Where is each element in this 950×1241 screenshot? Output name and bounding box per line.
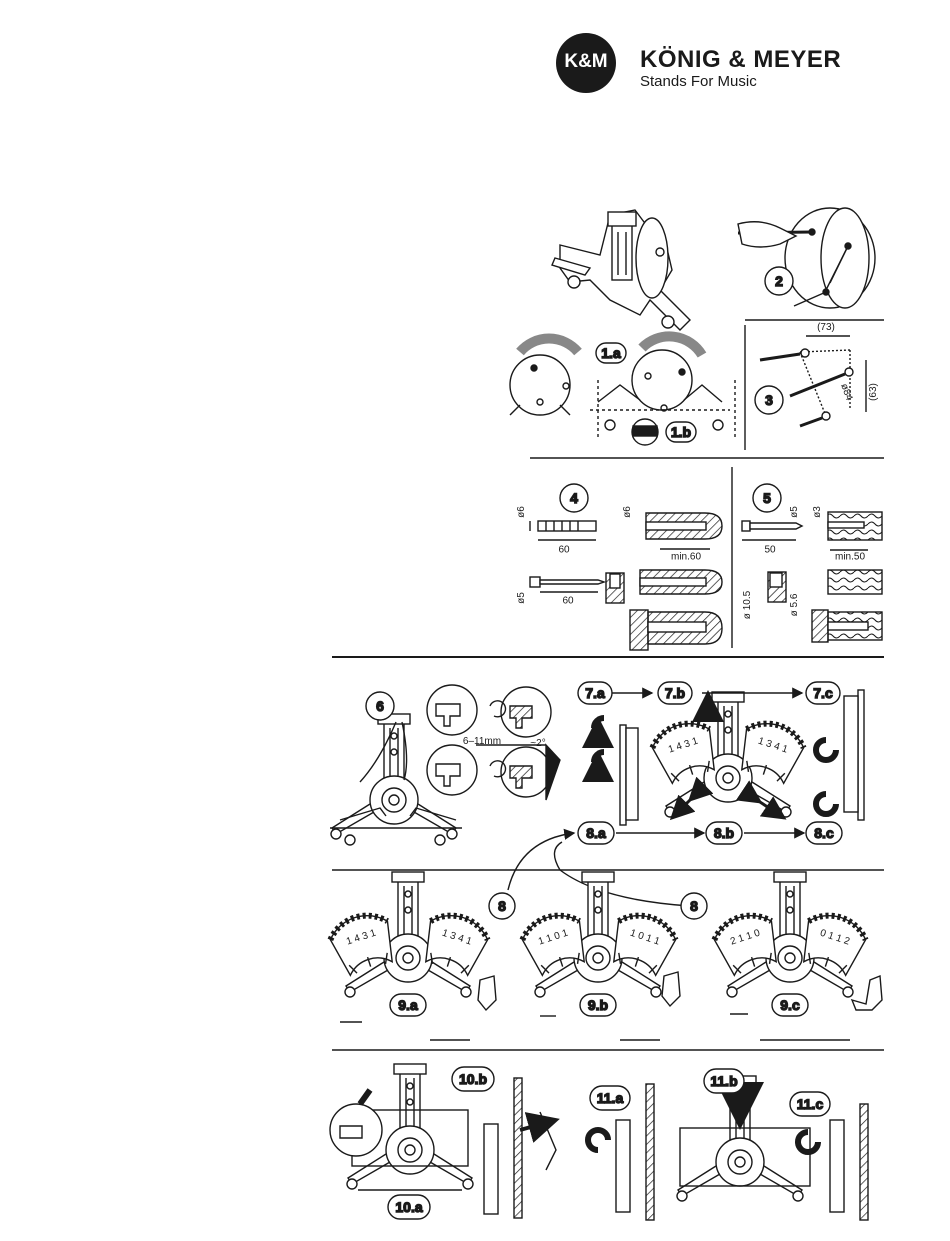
step-2-illustration	[738, 208, 875, 308]
step-label: 8.a	[586, 825, 606, 841]
step-label: 8	[690, 898, 698, 914]
dimension-label: ø 10.5	[742, 590, 753, 619]
dimension-label: 60	[562, 595, 574, 606]
holder-perspective-illustration	[552, 210, 690, 330]
step-label: 11.c	[797, 1096, 824, 1112]
dimension-label: 6–11mm	[463, 736, 501, 747]
step-4-illustration	[530, 513, 722, 650]
dimension-label: min.50	[835, 551, 865, 562]
step-label: 2	[775, 273, 783, 289]
step-label: 7.c	[813, 685, 833, 701]
step-label: 5	[763, 490, 771, 506]
dimension-label: (63)	[868, 383, 879, 401]
step-label: 7.b	[665, 685, 685, 701]
dimension-label: ø 5.6	[789, 593, 800, 616]
step-label: 9.c	[780, 997, 800, 1013]
step-label: 1.b	[671, 424, 691, 440]
step-label: 8.b	[714, 825, 734, 841]
step-label: 8.c	[814, 825, 834, 841]
step-10-illustration	[330, 1064, 556, 1218]
step-label: 10.a	[395, 1199, 422, 1215]
step-label: 10.b	[459, 1071, 487, 1087]
dimension-label: min.60	[671, 551, 701, 562]
dimension-label: ø6	[622, 506, 633, 518]
dimension-label: ~2°	[530, 738, 545, 749]
dimension-label: ø5	[516, 592, 527, 604]
step-label: 3	[765, 392, 773, 408]
step-7-illustration	[594, 690, 864, 825]
dimension-label: 60	[558, 544, 570, 555]
step-label: 9.a	[398, 997, 418, 1013]
step-label: 8	[498, 898, 506, 914]
step-5-illustration	[742, 512, 882, 642]
step-6-illustration	[330, 685, 560, 845]
step-label: 6	[376, 698, 384, 714]
dimension-label: ø84	[838, 382, 854, 402]
step-label: 9.b	[588, 997, 608, 1013]
dimension-label: ø3	[812, 506, 823, 518]
step-label: 1.a	[601, 345, 621, 361]
dimension-label: 50	[764, 544, 776, 555]
dimension-label: (73)	[817, 322, 835, 333]
step-label: 11.b	[710, 1073, 737, 1089]
dimension-label: ø5	[789, 506, 800, 518]
step-label: 7.a	[585, 685, 605, 701]
dimension-label: ø6	[516, 506, 527, 518]
step-label: 4	[570, 490, 578, 506]
step-label: 11.a	[597, 1090, 624, 1106]
